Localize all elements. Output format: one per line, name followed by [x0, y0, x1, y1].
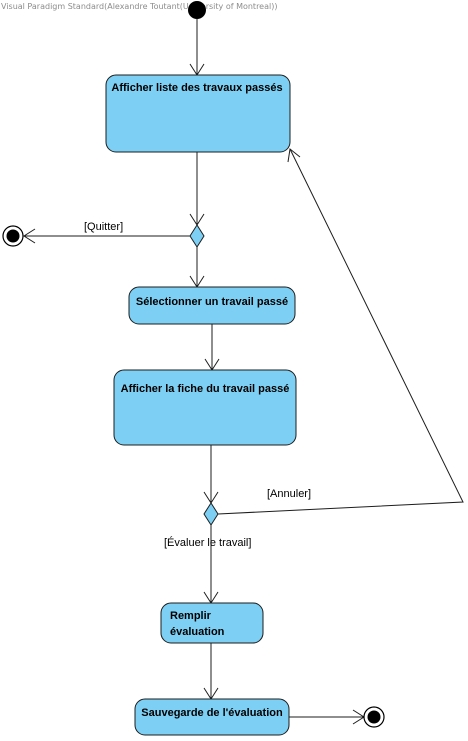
flow-decision-to-selectionner	[189, 247, 205, 288]
action-remplir-evaluation: Remplir évaluation	[160, 602, 264, 644]
decision-node-quitter	[189, 224, 205, 248]
action-remplir-label-line2: évaluation	[170, 626, 225, 638]
activity-final-node-end	[363, 706, 385, 728]
flow-decision-to-afficher-liste-annuler	[217, 148, 464, 515]
action-selectionner-label: Sélectionner un travail passé	[136, 296, 288, 308]
flow-initial-to-afficher-liste	[189, 19, 205, 76]
action-afficher-fiche: Afficher la fiche du travail passé	[113, 369, 297, 446]
flow-afficher-liste-to-decision	[189, 152, 205, 226]
flow-afficher-fiche-to-decision	[203, 445, 219, 504]
flow-selectionner-to-afficher-fiche	[204, 324, 220, 371]
flow-decision-to-final-quitter	[23, 228, 190, 244]
activity-final-node-quitter	[2, 225, 24, 247]
decision-node-evaluer	[203, 502, 219, 526]
guard-quitter: [Quitter]	[84, 221, 123, 233]
initial-node	[188, 1, 206, 19]
action-sauvegarde-label: Sauvegarde de l'évaluation	[141, 707, 283, 719]
action-afficher-fiche-label: Afficher la fiche du travail passé	[121, 383, 290, 395]
action-afficher-liste-label: Afficher liste des travaux passés	[111, 82, 282, 94]
flow-remplir-to-sauvegarde	[203, 643, 219, 700]
action-selectionner: Sélectionner un travail passé	[128, 286, 296, 325]
action-afficher-liste: Afficher liste des travaux passés	[105, 74, 291, 153]
guard-evaluer: [Évaluer le travail]	[164, 536, 251, 549]
flow-sauvegarde-to-final	[289, 709, 365, 725]
action-sauvegarde: Sauvegarde de l'évaluation	[134, 698, 290, 736]
guard-annuler: [Annuler]	[267, 488, 311, 500]
watermark-text: Visual Paradigm Standard(Alexandre Touta…	[1, 2, 277, 11]
action-remplir-label-line1: Remplir	[170, 610, 212, 622]
